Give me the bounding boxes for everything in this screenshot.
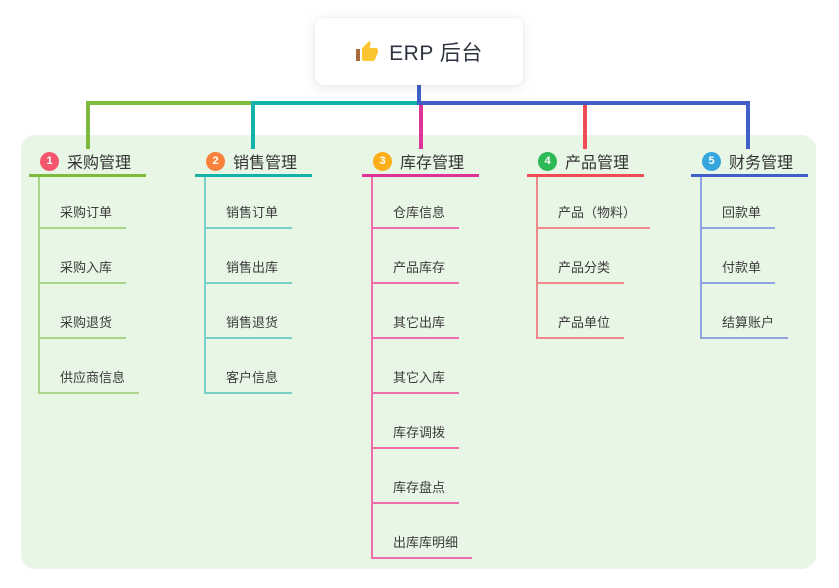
branch-node-4: 4 产品管理 产品（物料） 产品分类产品单位 [527, 148, 651, 339]
child-node-label[interactable]: 产品单位 [538, 312, 625, 339]
branch-header[interactable]: 1 采购管理 [29, 148, 146, 177]
branch-node-2: 2 销售管理 销售订单销售出库销售退货客户信息 [195, 148, 312, 394]
branch-number-badge: 1 [40, 151, 59, 171]
child-node: 供应商信息 [40, 339, 146, 394]
branch-children-list: 仓库信息产品库存其它出库其它入库库存调拨库存盘点出库库明细 [371, 177, 479, 559]
child-node: 回款单 [702, 177, 808, 229]
branch-label: 采购管理 [67, 155, 132, 172]
child-node: 产品分类 [538, 229, 644, 284]
branches-panel [21, 135, 816, 569]
child-node-label[interactable]: 采购退货 [40, 312, 127, 339]
child-node: 客户信息 [206, 339, 312, 394]
child-node-label[interactable]: 销售订单 [206, 202, 293, 229]
branch-header[interactable]: 3 库存管理 [362, 148, 479, 177]
branch-header[interactable]: 5 财务管理 [691, 148, 808, 177]
branch-number-badge: 4 [538, 151, 557, 171]
branch-label: 财务管理 [729, 155, 794, 172]
child-node-label[interactable]: 客户信息 [206, 367, 293, 394]
branch-header[interactable]: 2 销售管理 [195, 148, 312, 177]
child-node: 采购入库 [40, 229, 146, 284]
child-node: 产品（物料） [538, 177, 651, 229]
child-node: 采购订单 [40, 177, 146, 229]
child-node: 库存调拨 [373, 394, 479, 449]
child-node: 产品库存 [373, 229, 479, 284]
child-node-label[interactable]: 付款单 [702, 257, 776, 284]
child-node: 销售出库 [206, 229, 312, 284]
child-node-label[interactable]: 产品库存 [373, 257, 460, 284]
branch-children-list: 采购订单采购入库采购退货供应商信息 [38, 177, 146, 394]
child-node-label[interactable]: 采购入库 [40, 257, 127, 284]
branch-label: 销售管理 [233, 155, 298, 172]
thumbs-up-icon [356, 40, 379, 61]
branch-node-1: 1 采购管理 采购订单采购入库采购退货供应商信息 [29, 148, 146, 394]
branch-header[interactable]: 4 产品管理 [527, 148, 644, 177]
child-node-label[interactable]: 仓库信息 [373, 202, 460, 229]
child-node-label[interactable]: 产品分类 [538, 257, 625, 284]
child-node-label[interactable]: 库存调拨 [373, 422, 460, 449]
branch-label: 产品管理 [565, 155, 630, 172]
child-node-label[interactable]: 其它入库 [373, 367, 460, 394]
root-node-label: ERP 后台 [389, 41, 483, 65]
child-node: 库存盘点 [373, 449, 479, 504]
child-node: 产品单位 [538, 284, 644, 339]
child-node: 销售订单 [206, 177, 312, 229]
branch-number-badge: 5 [702, 151, 721, 171]
root-node[interactable]: ERP 后台 [315, 18, 523, 85]
child-node: 其它入库 [373, 339, 479, 394]
child-node: 采购退货 [40, 284, 146, 339]
child-node-label[interactable]: 供应商信息 [40, 367, 140, 394]
child-node-label[interactable]: 库存盘点 [373, 477, 460, 504]
branch-children-list: 回款单付款单结算账户 [700, 177, 808, 339]
child-node: 销售退货 [206, 284, 312, 339]
branch-node-5: 5 财务管理 回款单付款单结算账户 [691, 148, 808, 339]
child-node-label[interactable]: 采购订单 [40, 202, 127, 229]
child-node-label[interactable]: 产品（物料） [538, 202, 651, 229]
branch-children-list: 产品（物料） 产品分类产品单位 [536, 177, 651, 339]
child-node: 仓库信息 [373, 177, 479, 229]
child-node-label[interactable]: 结算账户 [702, 312, 789, 339]
branch-label: 库存管理 [400, 155, 465, 172]
child-node-label[interactable]: 其它出库 [373, 312, 460, 339]
child-node-label[interactable]: 销售出库 [206, 257, 293, 284]
branch-node-3: 3 库存管理 仓库信息产品库存其它出库其它入库库存调拨库存盘点出库库明细 [362, 148, 479, 559]
child-node: 付款单 [702, 229, 808, 284]
branch-number-badge: 3 [373, 151, 392, 171]
child-node-label[interactable]: 出库库明细 [373, 532, 473, 559]
branch-number-badge: 2 [206, 151, 225, 171]
child-node: 其它出库 [373, 284, 479, 339]
child-node-label[interactable]: 回款单 [702, 202, 776, 229]
branch-children-list: 销售订单销售出库销售退货客户信息 [204, 177, 312, 394]
child-node: 结算账户 [702, 284, 808, 339]
child-node: 出库库明细 [373, 504, 479, 559]
child-node-label[interactable]: 销售退货 [206, 312, 293, 339]
